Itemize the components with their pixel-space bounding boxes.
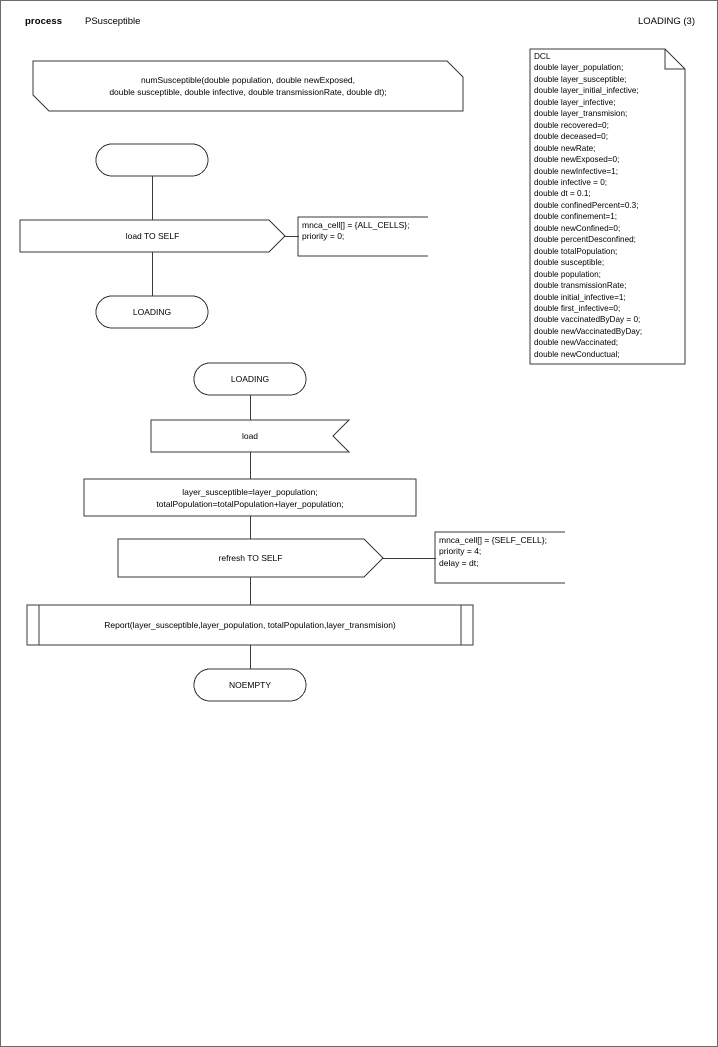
connector-start-to-load: [152, 176, 153, 220]
macro-definition-symbol[interactable]: numSusceptible(double population, double…: [32, 60, 464, 112]
procedure-call-report-symbol[interactable]: Report(layer_susceptible,layer_populatio…: [26, 604, 474, 646]
input-load-symbol[interactable]: load: [150, 419, 351, 453]
dcl-declaration-note[interactable]: DCL double layer_population; double laye…: [529, 48, 686, 365]
connector-refresh-to-procedure: [250, 577, 251, 605]
state-noempty-symbol[interactable]: NOEMPTY: [193, 668, 307, 702]
task-assignment-symbol[interactable]: layer_susceptible=layer_population;total…: [83, 478, 417, 517]
output-refresh-to-self-symbol[interactable]: refresh TO SELF: [117, 538, 384, 578]
comment-load-symbol: mnca_cell[] = {ALL_CELLS}; priority = 0;: [297, 216, 428, 257]
comment-refresh-symbol: mnca_cell[] = {SELF_CELL}; priority = 4;…: [434, 531, 565, 584]
diagram-kind-label: process: [25, 16, 63, 27]
page-number-label: LOADING (3): [637, 16, 695, 27]
connector-load-to-loading: [152, 252, 153, 296]
connector-loading-to-input: [250, 395, 251, 420]
output-load-to-self-symbol[interactable]: load TO SELF: [19, 219, 286, 253]
dcl-note-text: DCL double layer_population; double laye…: [534, 52, 643, 359]
connector-procedure-to-noempty: [250, 645, 251, 669]
page-title: PSusceptible: [85, 16, 141, 27]
state-loading-first-symbol[interactable]: LOADING: [95, 295, 209, 329]
connector-task-to-refresh: [250, 516, 251, 539]
connector-input-to-task: [250, 452, 251, 479]
comment-leader-refresh: [383, 558, 436, 559]
state-start-symbol[interactable]: [95, 143, 209, 177]
comment-leader-load: [285, 236, 299, 237]
state-loading-second-symbol[interactable]: LOADING: [193, 362, 307, 396]
